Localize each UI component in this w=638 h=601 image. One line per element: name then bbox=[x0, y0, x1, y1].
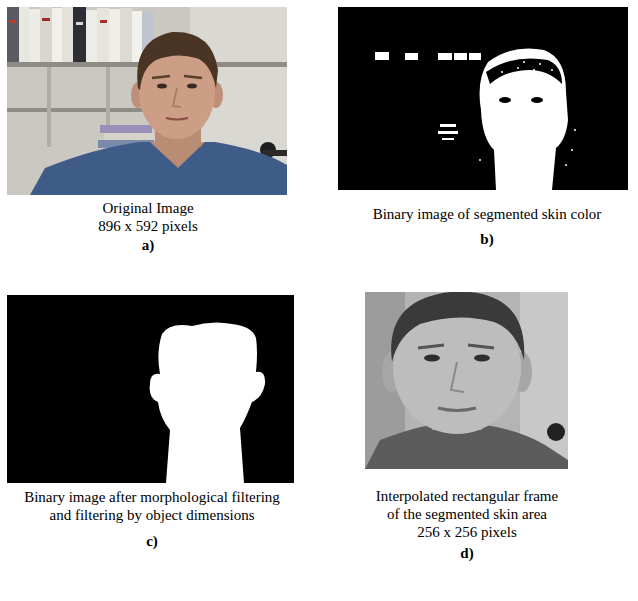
caption-line: and filtering by object dimensions bbox=[50, 507, 255, 524]
caption-line: Binary image after morphological filteri… bbox=[24, 489, 280, 506]
caption-line: 896 x 592 pixels bbox=[98, 218, 198, 235]
caption-line: Binary image of segmented skin color bbox=[373, 206, 602, 223]
caption-line: Interpolated rectangular frame bbox=[376, 488, 558, 505]
panel-letter: d) bbox=[460, 545, 473, 562]
panel-letter: c) bbox=[146, 533, 158, 550]
panel-letter: b) bbox=[480, 231, 493, 248]
original-photo bbox=[7, 7, 287, 195]
caption-line: 256 x 256 pixels bbox=[417, 524, 517, 541]
interpolated-face-image bbox=[365, 292, 568, 469]
caption-line: Original Image bbox=[102, 200, 193, 217]
filtered-binary-image bbox=[7, 295, 294, 483]
binary-skin-image bbox=[338, 7, 628, 190]
caption-line: of the segmented skin area bbox=[387, 506, 547, 523]
panel-letter: a) bbox=[142, 237, 155, 254]
